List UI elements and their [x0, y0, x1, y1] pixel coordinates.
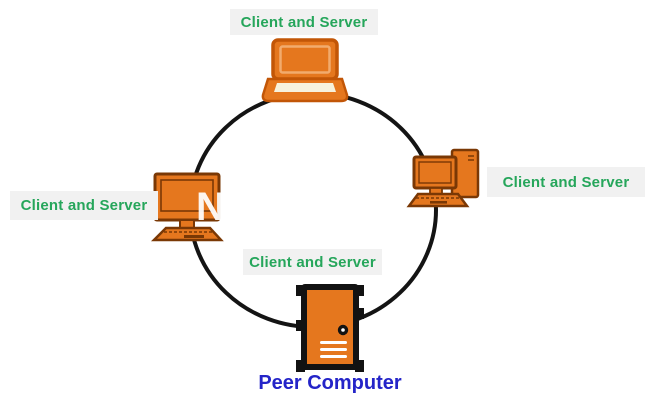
peer-computer-caption: Peer Computer: [258, 372, 402, 394]
node-label-bottom: Client and Server: [243, 249, 382, 275]
desktop-computer-left-icon: [150, 172, 224, 242]
tower-computer-icon: [296, 284, 364, 372]
node-label-top: Client and Server: [230, 9, 378, 35]
laptop-icon: [261, 38, 349, 103]
node-label-left: Client and Server: [10, 191, 158, 220]
desktop-computer-right-icon: [406, 148, 480, 208]
node-label-right: Client and Server: [487, 167, 645, 197]
